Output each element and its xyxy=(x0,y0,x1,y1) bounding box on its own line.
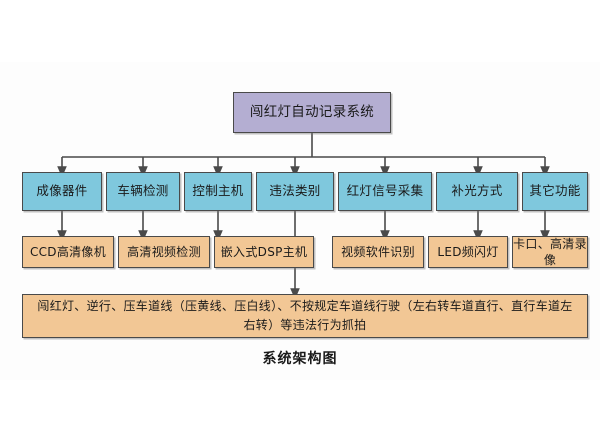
level2-node-imaging-device[interactable]: 成像器件 xyxy=(22,172,102,211)
level3-node-label: LED频闪灯 xyxy=(437,244,499,259)
level2-node-label: 车辆检测 xyxy=(117,183,169,199)
diagram-caption: 系统架构图 xyxy=(262,351,338,367)
level3-node-checkpoint-hd-video[interactable]: 卡口、高清录像 xyxy=(512,236,588,268)
level2-node-label: 成像器件 xyxy=(36,183,88,199)
level3-node-label: 嵌入式DSP主机 xyxy=(220,244,308,259)
root-node-automatic-red-light-recording-system[interactable]: 闯红灯自动记录系统 xyxy=(233,92,391,133)
level3-node-label: 高清视频检测 xyxy=(127,244,201,259)
level2-node-label: 其它功能 xyxy=(529,183,581,199)
level3-node-led-strobe-light[interactable]: LED频闪灯 xyxy=(428,236,508,268)
level3-node-label: CCD高清像机 xyxy=(29,244,107,259)
level2-node-label: 控制主机 xyxy=(192,183,244,199)
level2-node-label: 补光方式 xyxy=(451,183,503,199)
root-node-label: 闯红灯自动记录系统 xyxy=(249,104,375,121)
level3-node-label: 视频软件识别 xyxy=(341,244,415,259)
level2-node-vehicle-detection[interactable]: 车辆检测 xyxy=(106,172,180,211)
level2-node-other-functions[interactable]: 其它功能 xyxy=(522,172,588,211)
level2-node-control-host[interactable]: 控制主机 xyxy=(184,172,252,211)
bottom-node-violation-capture-list[interactable]: 闯红灯、逆行、压车道线（压黄线、压白线）、不按规定车道线行驶（左右转车道直行、直… xyxy=(22,294,588,338)
level3-node-ccd-hd-camera[interactable]: CCD高清像机 xyxy=(22,236,114,268)
level2-node-fill-light-method[interactable]: 补光方式 xyxy=(436,172,518,211)
level2-node-label: 红灯信号采集 xyxy=(346,183,424,199)
level3-node-label: 卡口、高清录像 xyxy=(513,236,587,267)
level3-node-video-software-recognition[interactable]: 视频软件识别 xyxy=(332,236,424,268)
level2-node-red-light-signal-acquisition[interactable]: 红灯信号采集 xyxy=(338,172,432,211)
level2-node-violation-category[interactable]: 违法类别 xyxy=(256,172,334,211)
level3-node-hd-video-detection[interactable]: 高清视频检测 xyxy=(118,236,210,268)
level3-node-embedded-dsp-host[interactable]: 嵌入式DSP主机 xyxy=(214,236,314,268)
level2-node-label: 违法类别 xyxy=(269,183,321,199)
bottom-node-label: 闯红灯、逆行、压车道线（压黄线、压白线）、不按规定车道线行驶（左右转车道直行、直… xyxy=(37,299,573,332)
